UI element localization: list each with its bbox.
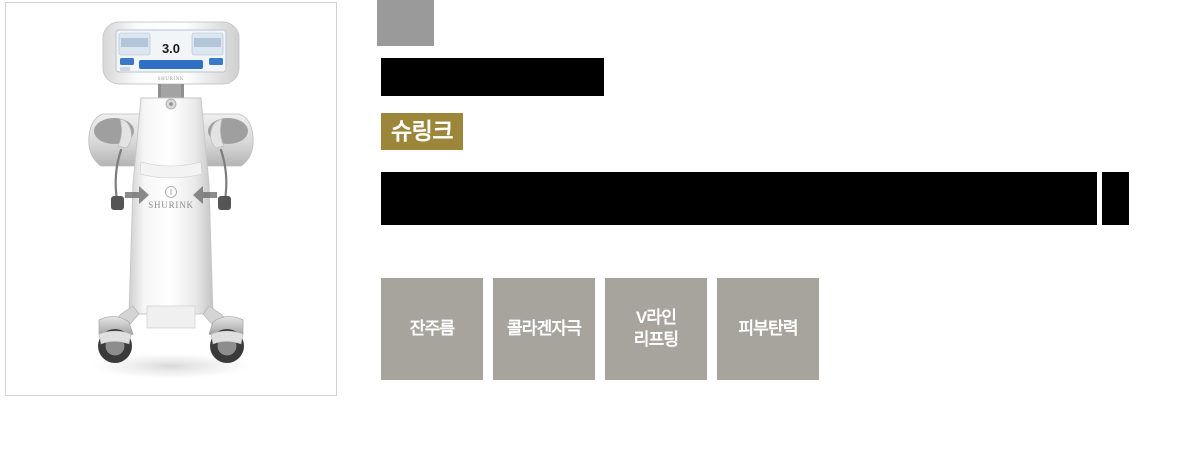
- product-image-frame: 3.0 SHURINK: [5, 2, 337, 396]
- svg-text:3.0: 3.0: [162, 41, 180, 56]
- brand-chip: [377, 0, 434, 46]
- keyword-tile-group: 잔주름 콜라겐자극 V라인 리프팅 피부탄력: [381, 278, 819, 380]
- keyword-tile-label: 피부탄력: [738, 319, 798, 339]
- keyword-tile-label: 잔주름: [409, 319, 455, 339]
- description-block-main: [381, 172, 1097, 225]
- svg-text:SHURINK: SHURINK: [148, 200, 194, 210]
- keyword-tile[interactable]: V라인 리프팅: [605, 278, 707, 380]
- product-info-column: 슈링크 잔주름 콜라겐자극 V라인 리프팅 피부탄력: [377, 0, 1177, 460]
- keyword-tile-label: 콜라겐자극: [506, 319, 582, 339]
- svg-text:SHURINK: SHURINK: [158, 77, 184, 82]
- description-block-tail: [1102, 172, 1129, 225]
- product-image-stage: 3.0 SHURINK: [6, 3, 336, 395]
- keyword-tile[interactable]: 피부탄력: [717, 278, 819, 380]
- product-name-badge: 슈링크: [381, 113, 463, 150]
- keyword-tile[interactable]: 콜라겐자극: [493, 278, 595, 380]
- shurink-device-illustration: 3.0 SHURINK: [85, 21, 257, 380]
- keyword-tile-label: V라인 리프팅: [633, 308, 679, 349]
- keyword-tile[interactable]: 잔주름: [381, 278, 483, 380]
- headline-bar: [381, 58, 604, 96]
- description-row: [381, 172, 1129, 225]
